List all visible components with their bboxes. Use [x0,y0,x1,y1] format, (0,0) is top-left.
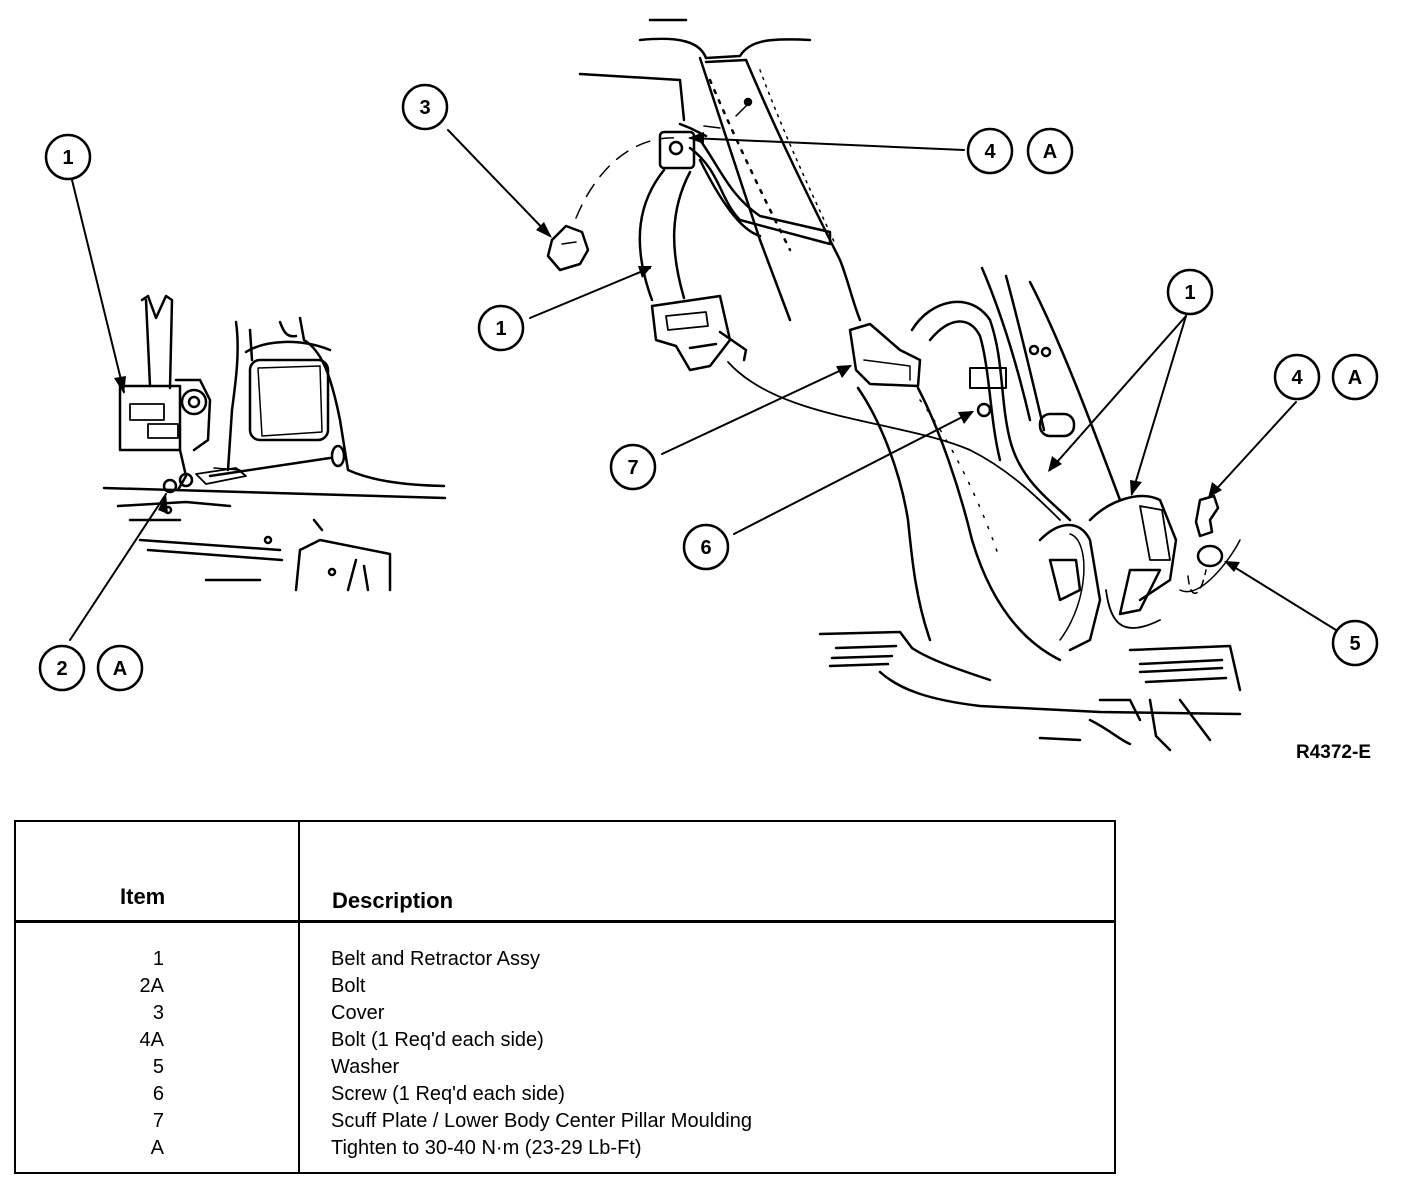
left-retractor-view [102,294,447,592]
upper-pillar-view [546,18,1061,521]
item-cell: 5 [152,1056,164,1078]
item-cell: 3 [152,1002,164,1024]
table-row: 7 Scuff Plate / Lower Body Center Pillar… [16,1108,1114,1135]
item-cell: 7 [152,1110,164,1132]
callout-a-top-label: A [1043,141,1057,163]
table-row: 3 Cover [16,1000,1114,1027]
callout-4-top-circle [966,127,1014,175]
description-cell: Bolt (1 Req'd each side) [331,1029,544,1051]
description-cell: Scuff Plate / Lower Body Center Pillar M… [331,1110,752,1132]
callout-a-top-circle [1026,127,1074,175]
table-row: 4A Bolt (1 Req'd each side) [16,1027,1114,1054]
callout-4-top-label: 4 [984,141,996,163]
column-divider [298,822,300,1172]
item-column-header: Item [120,884,166,909]
callout-4-right-label: 4 [1291,367,1303,389]
callout-3-circle [401,83,449,131]
lower-pillar-view [818,266,1242,752]
table-row: 5 Washer [16,1054,1114,1081]
description-cell: Cover [331,1002,385,1024]
callout-5-circle [1331,619,1379,667]
callout-3-label: 3 [419,97,430,119]
description-cell: Tighten to 30-40 N·m (23-29 Lb-Ft) [331,1137,642,1159]
callout-1-mid-label: 1 [495,318,506,340]
callout-7-label: 7 [627,457,638,479]
table-row: A Tighten to 30-40 N·m (23-29 Lb-Ft) [16,1135,1114,1162]
callout-circles [38,83,1379,692]
arrowheads [114,132,1240,572]
exploded-view-illustration: 1 2 A 3 4 A 1 7 6 1 4 A 5 [38,18,1379,752]
item-cell: 2A [139,975,164,997]
description-cell: Bolt [331,975,366,997]
table-body: 1 Belt and Retractor Assy 2A Bolt 3 Cove… [16,946,1114,1162]
callout-5-label: 5 [1349,633,1360,655]
callout-2-left-label: 2 [56,658,67,680]
callout-1-left-circle [44,133,92,181]
table-row: 2A Bolt [16,973,1114,1000]
callout-4-right-circle [1273,353,1321,401]
item-cell: 4A [139,1029,164,1051]
table-row: 1 Belt and Retractor Assy [16,946,1114,973]
callout-2-left-circle [38,644,86,692]
figure-reference-id: R4372-E [1296,742,1371,763]
item-cell: 1 [152,948,164,970]
callout-6-circle [682,523,730,571]
callout-a-left-label: A [113,658,127,680]
callout-a-left-circle [96,644,144,692]
parts-legend-table: Item Description 1 Belt and Retractor As… [14,820,1116,1174]
callout-a-right-label: A [1348,367,1362,389]
item-cell: 6 [152,1083,164,1105]
seat-belt-drawing: 1 2 A 3 4 A 1 7 6 1 4 A 5 [38,18,1379,752]
callout-7-circle [609,443,657,491]
description-cell: Screw (1 Req'd each side) [331,1083,565,1105]
description-column-header: Description [332,888,454,913]
callout-1-left-label: 1 [62,147,73,169]
item-cell: A [150,1137,164,1159]
callout-1-mid-circle [477,304,525,352]
description-cell: Washer [331,1056,400,1078]
callout-1-right-circle [1166,268,1214,316]
callout-1-right-label: 1 [1184,282,1195,304]
header-divider [16,920,1114,923]
leader-lines [69,129,1337,641]
description-cell: Belt and Retractor Assy [331,948,540,970]
callout-a-right-circle [1331,353,1379,401]
callout-6-label: 6 [700,537,711,559]
table-row: 6 Screw (1 Req'd each side) [16,1081,1114,1108]
